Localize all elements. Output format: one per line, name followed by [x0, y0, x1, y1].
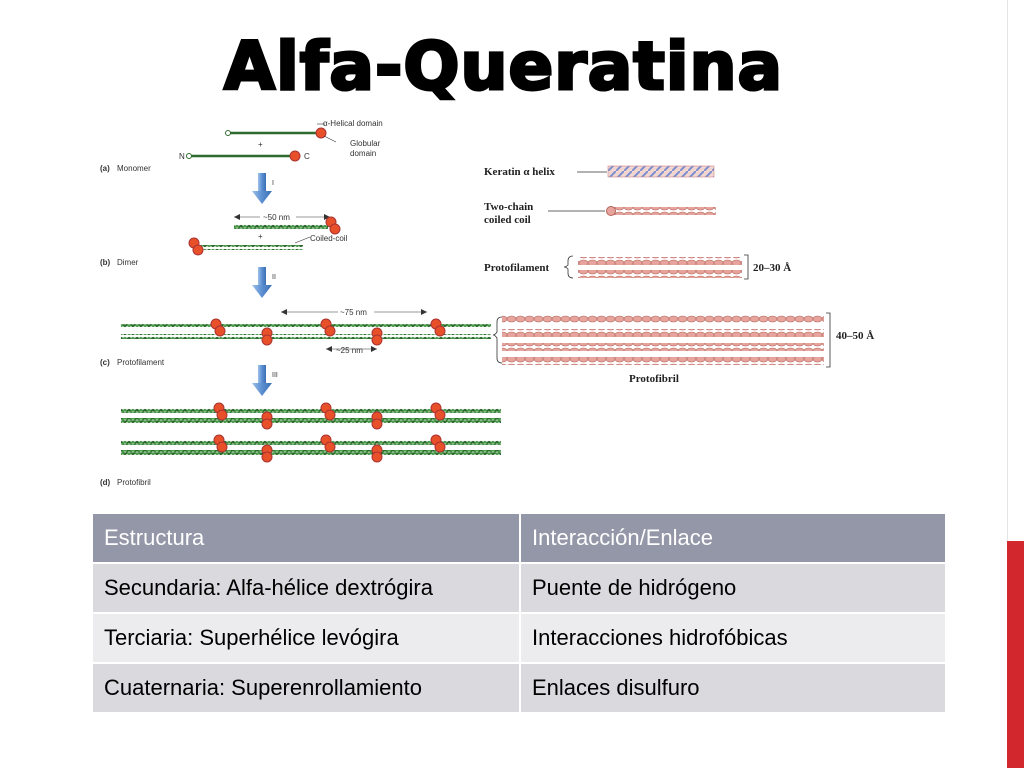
slide-title-container: Alfa-Queratina [0, 27, 1007, 107]
slide-title: Alfa-Queratina [223, 27, 784, 107]
monomer-top-globule [315, 127, 327, 139]
panel-a-letter: (a) [100, 164, 110, 173]
protofibril-right-label: Protofibril [629, 373, 679, 385]
keratin-hierarchy-diagram: Keratin α helix Two-chain coiled coil Pr… [484, 165, 874, 385]
panel-a-monomer: + N C α-Helical domain Globular domain (… [100, 119, 383, 173]
protofibril-strand-3 [502, 343, 824, 351]
monomer-plus: + [258, 140, 263, 149]
panel-d-protofibril: (d) Protofibril [100, 402, 501, 487]
table-cell: Puente de hidrógeno [520, 562, 947, 613]
protofilament-strand-2 [578, 270, 742, 278]
table-cell: Cuaternaria: Superenrollamiento [93, 662, 521, 712]
protofilament-bottom-length: ~25 nm [336, 346, 363, 355]
helical-domain-label: α-Helical domain [323, 119, 383, 128]
dimer-length-label: ~50 nm [263, 213, 290, 222]
step-1-label: I [272, 180, 274, 187]
two-chain-label-1: Two-chain [484, 201, 533, 213]
table-cell: Interacciones hidrofóbicas [520, 612, 947, 663]
protofilament-right-label: Protofilament [484, 262, 550, 274]
svg-text:+: + [258, 232, 263, 241]
dimer-bottom-coil [199, 245, 303, 250]
protofilament-size-label: 20–30 Å [753, 262, 791, 274]
table-header-row: Estructura Interacción/Enlace [93, 514, 947, 563]
panel-c-label: Protofilament [117, 358, 165, 367]
two-chain-label-2: coiled coil [484, 214, 531, 226]
keratin-assembly-diagram: + N C α-Helical domain Globular domain (… [100, 119, 501, 487]
table-row: Secundaria: Alfa-hélice dextrógira Puent… [93, 562, 947, 613]
svg-text:(d): (d) [100, 478, 111, 487]
table-cell: Enlaces disulfuro [520, 662, 947, 712]
header-estructura: Estructura [93, 514, 521, 563]
panel-b-label: Dimer [117, 258, 139, 267]
panel-c-protofilament: ~75 nm ~25 nm (c) Protofilament [100, 307, 491, 367]
keratin-helix-graphic [607, 165, 715, 178]
coiled-coil-label: Coiled-coil [310, 234, 348, 243]
panel-b-dimer: ~50 nm + Coiled-coil (b) Dimer [100, 212, 348, 267]
globular-domain-label-1: Globular [350, 139, 381, 148]
panel-a-label: Monomer [117, 164, 151, 173]
step-arrow-2: II [252, 267, 276, 298]
step-arrow-1: I [252, 173, 274, 204]
step-arrow-3: III [252, 365, 278, 396]
protofilament-strand-1 [578, 257, 742, 265]
coiled-coil-graphic [612, 207, 716, 215]
structure-table: Estructura Interacción/Enlace Secundaria… [93, 514, 947, 712]
monomer-bottom-n [186, 153, 192, 159]
keratin-helix-label: Keratin α helix [484, 166, 555, 178]
globular-domain-label-2: domain [350, 149, 376, 158]
header-interaccion: Interacción/Enlace [520, 514, 947, 563]
protofibril-strand-1 [502, 315, 824, 323]
svg-text:(b): (b) [100, 258, 111, 267]
monomer-top-n [225, 130, 231, 136]
table-row: Terciaria: Superhélice levógira Interacc… [93, 612, 947, 663]
table-row: Cuaternaria: Superenrollamiento Enlaces … [93, 662, 947, 712]
c-terminus-label: C [304, 152, 310, 161]
table-cell: Terciaria: Superhélice levógira [93, 612, 521, 663]
panel-d-label: Protofibril [117, 478, 151, 487]
protofibril-strand-4 [502, 357, 824, 365]
n-terminus-label: N [179, 152, 185, 161]
protofilament-top-length: ~75 nm [340, 308, 367, 317]
monomer-bottom-globule [289, 150, 301, 162]
dimer-top-coil [234, 224, 328, 229]
protofibril-size-label: 40–50 Å [836, 330, 874, 342]
svg-text:II: II [272, 274, 276, 281]
protofibril-strand-2 [502, 329, 824, 337]
accent-bar [1007, 541, 1024, 768]
svg-text:III: III [272, 372, 278, 379]
table-cell: Secundaria: Alfa-hélice dextrógira [93, 562, 521, 613]
svg-text:(c): (c) [100, 358, 110, 367]
